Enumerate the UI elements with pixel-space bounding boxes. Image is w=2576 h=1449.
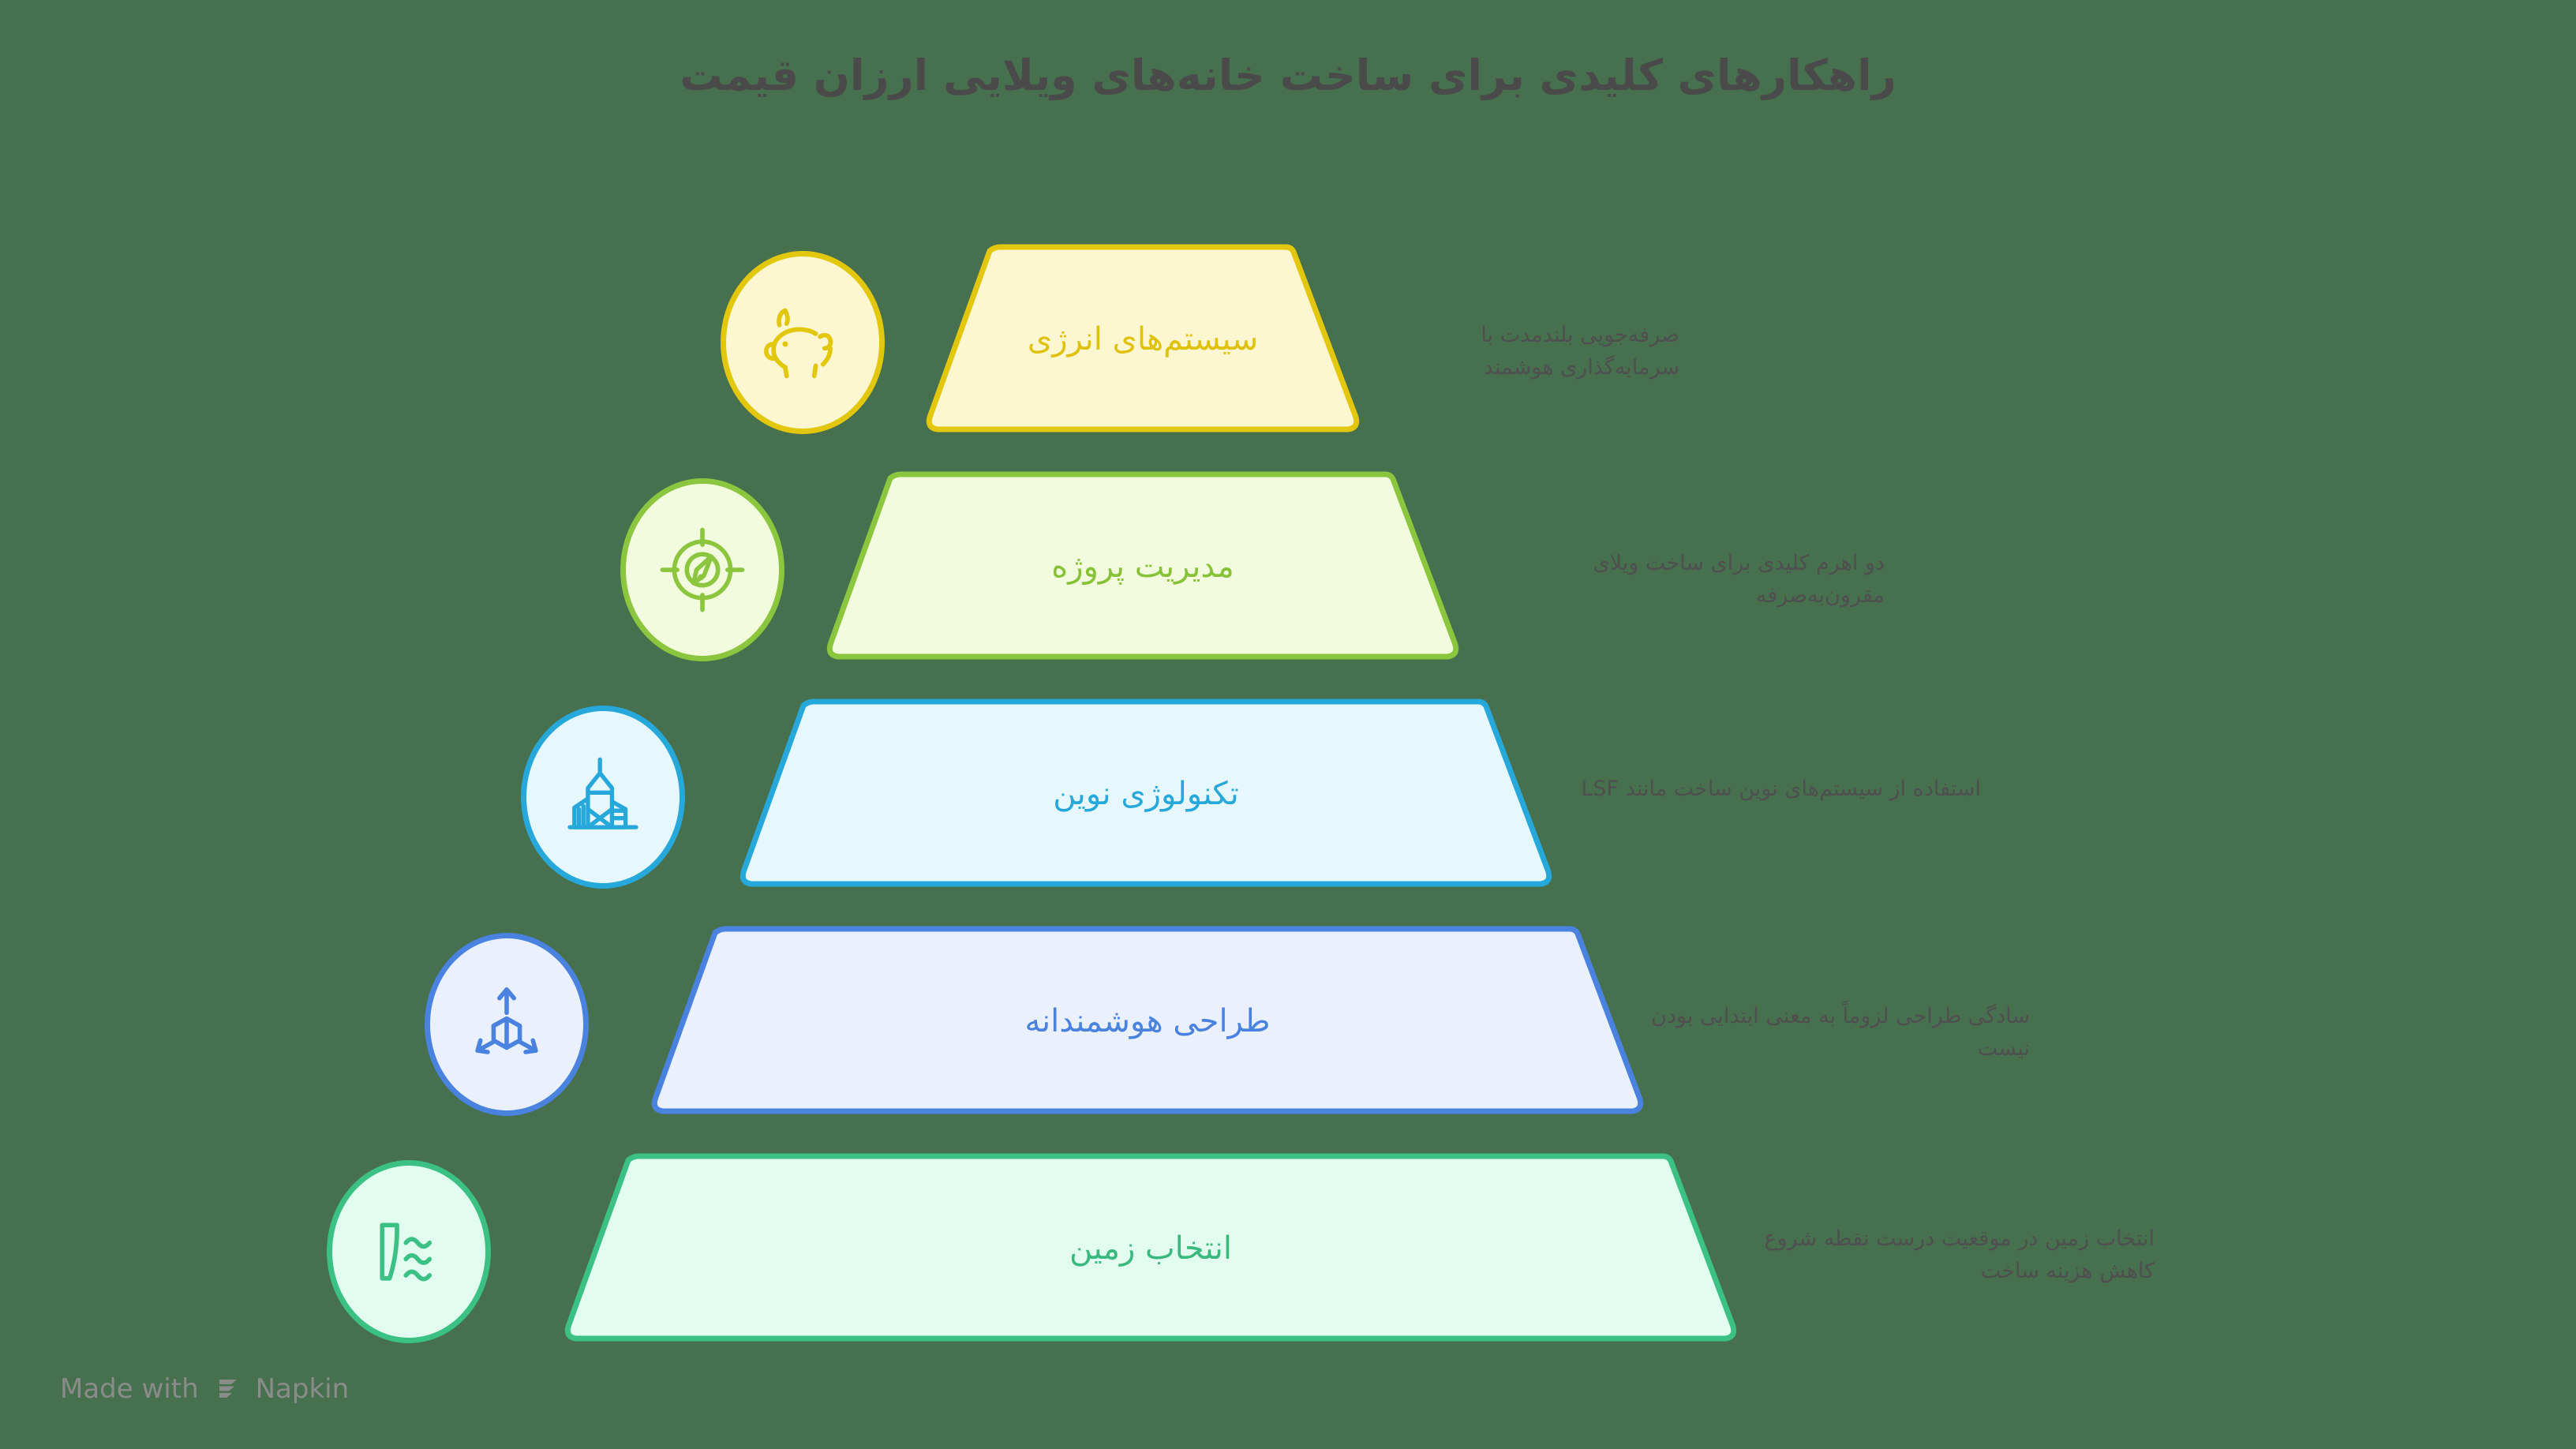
level-1-trapezoid-shape[interactable]	[922, 244, 1364, 434]
target-compass-icon-badge	[620, 478, 784, 661]
level-5-trapezoid-svg	[564, 1153, 1737, 1342]
level-5-trapezoid-shape[interactable]	[560, 1153, 1741, 1343]
level-2-trapezoid-svg	[826, 471, 1459, 660]
piggy-bank-icon	[764, 308, 833, 379]
napkin-triangle-logo-icon	[219, 1380, 237, 1398]
level-4-note: سادگی طراحی لزوماً به معنی ابتدایی بودن …	[1651, 1004, 2030, 1061]
level-1-trapezoid-svg	[926, 244, 1360, 432]
level-5-note: انتخاب زمین در موقعیت درست نقطه شروع کاه…	[1764, 1226, 2155, 1283]
page-title: راهکارهای کلیدی برای ساخت خانه‌های ویلای…	[680, 51, 1896, 100]
watermark-brand: Napkin	[255, 1373, 350, 1405]
level-4-trapezoid-svg	[651, 926, 1644, 1114]
made-with-napkin-watermark: Made with Napkin	[60, 1372, 349, 1406]
level-3-trapezoid-shape[interactable]	[736, 698, 1556, 889]
level-1-note: صرفه‌جویی بلندمدت با سرمایه‌گذاری هوشمند	[1481, 323, 1679, 380]
level-2-note: دو اهرم کلیدی برای ساخت ویلای مقرون‌به‌ص…	[1593, 551, 1885, 608]
piggy-bank-icon-badge	[721, 251, 885, 434]
three-axis-3d-icon-badge	[425, 933, 589, 1116]
level-4-trapezoid-shape[interactable]	[647, 926, 1648, 1116]
skyscraper-building-icon-badge	[521, 706, 685, 889]
three-axis-3d-icon	[475, 987, 538, 1054]
watermark-prefix: Made with	[60, 1373, 199, 1405]
dam-water-icon	[380, 1222, 432, 1282]
target-compass-icon	[660, 527, 745, 612]
level-2-trapezoid-shape[interactable]	[822, 471, 1463, 661]
level-3-note: استفاده از سیستم‌های نوین ساخت مانند LSF	[1581, 777, 1981, 801]
dam-water-icon-badge	[327, 1160, 491, 1343]
level-3-trapezoid-svg	[739, 698, 1552, 887]
skyscraper-building-icon	[567, 757, 638, 829]
